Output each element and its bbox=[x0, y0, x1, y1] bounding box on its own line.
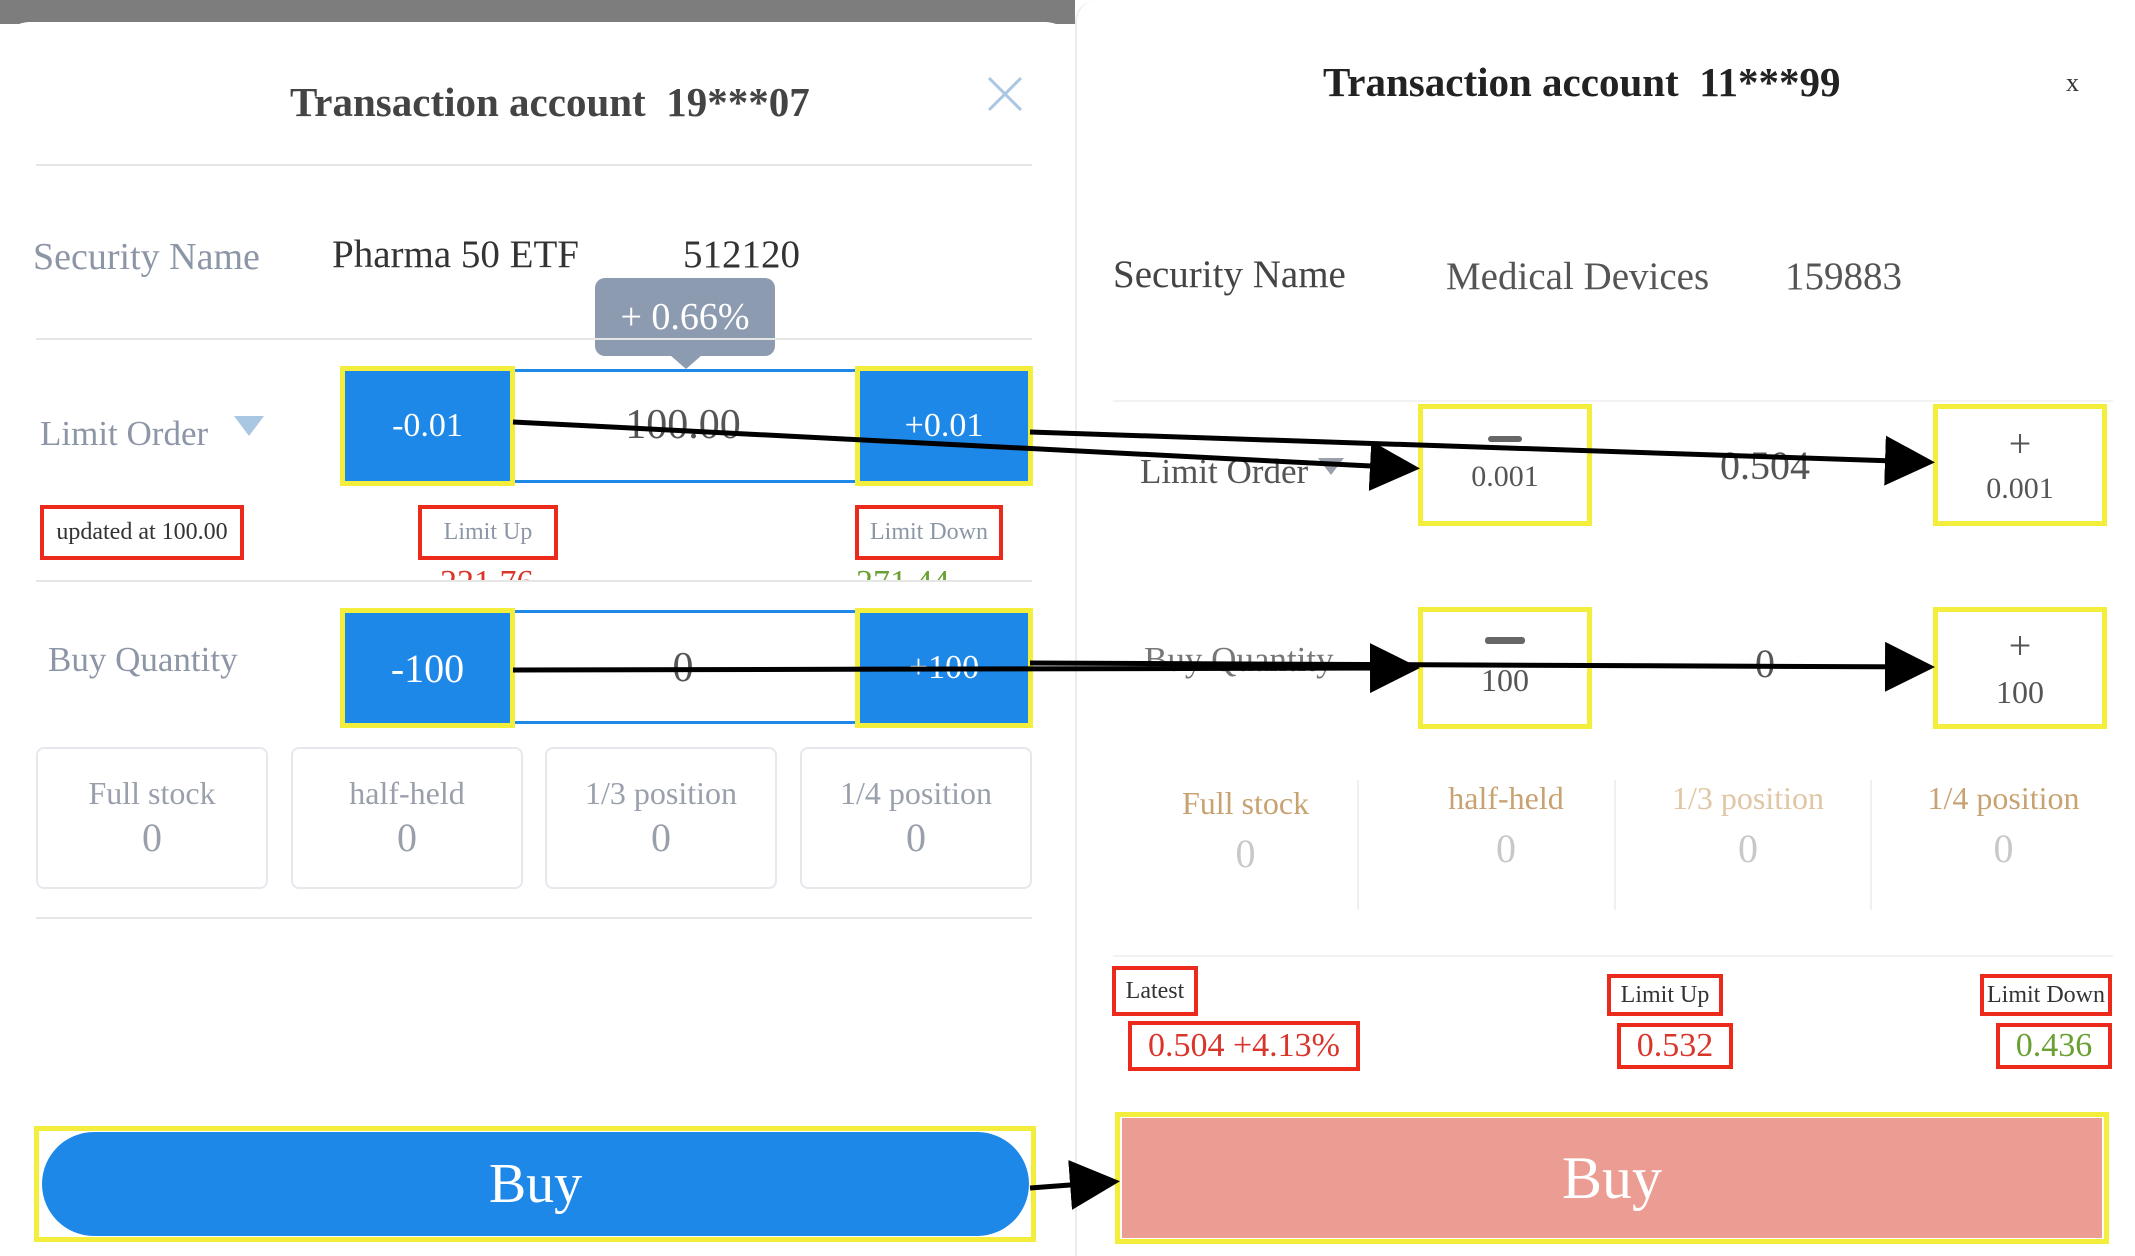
price-decrement-button[interactable]: -0.01 bbox=[340, 366, 515, 486]
order-type-label[interactable]: Limit Order bbox=[1140, 452, 1309, 491]
limit-up-value: 221.76 bbox=[440, 566, 560, 583]
right-title-label: Transaction account bbox=[1323, 59, 1679, 105]
order-type-label[interactable]: Limit Order bbox=[40, 414, 209, 453]
position-label: Full stock bbox=[1181, 785, 1310, 821]
change-tooltip: + 0.66% bbox=[595, 278, 775, 356]
buy-button-label: Buy bbox=[488, 1153, 583, 1215]
price-step-label: 0.001 bbox=[1986, 472, 2054, 505]
divider bbox=[1113, 400, 2113, 402]
position-label: 1/4 position bbox=[1927, 780, 2080, 816]
quantity-decrement-button[interactable]: -100 bbox=[340, 608, 515, 728]
position-value: 0 bbox=[651, 815, 671, 860]
position-label: half-held bbox=[1448, 780, 1564, 816]
buy-button[interactable]: Buy bbox=[1122, 1118, 2102, 1238]
divider bbox=[36, 917, 1032, 919]
tooltip-arrow bbox=[670, 355, 702, 369]
position-one-quarter[interactable]: 1/4 position 0 bbox=[800, 747, 1032, 889]
minus-icon bbox=[1488, 436, 1522, 442]
position-value: 0 bbox=[1738, 826, 1758, 871]
quantity-input-value[interactable]: 0 bbox=[672, 645, 694, 691]
chevron-down-icon[interactable] bbox=[1318, 458, 1344, 475]
security-code: 512120 bbox=[683, 233, 800, 276]
quantity-decrement-label: -100 bbox=[390, 645, 465, 691]
buy-button[interactable]: Buy bbox=[42, 1132, 1029, 1236]
limit-down-label: Limit Down bbox=[855, 505, 1003, 560]
quantity-decrement-button[interactable]: 100 bbox=[1418, 607, 1592, 729]
left-title: Transaction account 19***07 bbox=[290, 78, 810, 126]
window-top-bar bbox=[0, 0, 1075, 24]
buy-quantity-label: Buy Quantity bbox=[1144, 640, 1334, 679]
close-button[interactable]: x bbox=[2066, 68, 2079, 97]
limit-up-label: Limit Up bbox=[418, 505, 558, 560]
latest-value: 0.504 +4.13% bbox=[1128, 1021, 1360, 1071]
updated-at-label: updated at 100.00 bbox=[40, 505, 244, 560]
right-title: Transaction account 11***99 bbox=[1323, 58, 1840, 106]
position-label: 1/3 position bbox=[584, 775, 737, 811]
quantity-increment-label: +100 bbox=[908, 649, 980, 686]
security-code: 159883 bbox=[1785, 255, 1902, 298]
price-increment-button[interactable]: + 0.001 bbox=[1933, 404, 2107, 526]
position-full-stock[interactable]: Full stock 0 bbox=[36, 747, 268, 889]
quantity-input-value[interactable]: 0 bbox=[1755, 640, 1775, 686]
tooltip-text: + 0.66% bbox=[620, 296, 750, 338]
price-input-value[interactable]: 0.504 bbox=[1720, 442, 1810, 488]
divider bbox=[1357, 780, 1359, 910]
position-label: Full stock bbox=[88, 775, 216, 811]
latest-label: Latest bbox=[1112, 966, 1198, 1016]
chevron-down-icon[interactable] bbox=[234, 416, 264, 436]
limit-up-value-clip: 221.76 bbox=[440, 560, 560, 583]
security-name-label: Security Name bbox=[1113, 253, 1346, 296]
price-input-value[interactable]: 100.00 bbox=[625, 402, 741, 448]
minus-icon bbox=[1485, 637, 1525, 644]
divider bbox=[1870, 780, 1872, 910]
position-one-third[interactable]: 1/3 position 0 bbox=[1616, 780, 1880, 872]
position-value: 0 bbox=[1496, 826, 1516, 871]
left-account-number: 19***07 bbox=[666, 79, 810, 125]
plus-icon: + bbox=[2008, 622, 2032, 668]
position-value: 0 bbox=[1235, 831, 1256, 876]
quantity-step-label: 100 bbox=[1481, 662, 1529, 698]
position-label: 1/4 position bbox=[839, 775, 992, 811]
limit-down-value: 271.44 bbox=[856, 566, 976, 583]
quantity-increment-button[interactable]: +100 bbox=[855, 608, 1033, 728]
quantity-increment-button[interactable]: + 100 bbox=[1933, 607, 2107, 729]
buy-button-label: Buy bbox=[1561, 1144, 1663, 1211]
price-step-label: 0.001 bbox=[1471, 460, 1539, 493]
position-value: 0 bbox=[142, 815, 162, 860]
security-name-value: Medical Devices bbox=[1446, 255, 1710, 298]
right-account-number: 11***99 bbox=[1699, 59, 1841, 105]
position-one-third[interactable]: 1/3 position 0 bbox=[545, 747, 777, 889]
position-value: 0 bbox=[1993, 826, 2014, 871]
close-icon[interactable] bbox=[985, 74, 1025, 114]
plus-icon: + bbox=[2008, 421, 2032, 466]
divider bbox=[1614, 780, 1616, 910]
limit-up-value: 0.532 bbox=[1617, 1023, 1733, 1069]
quantity-step-label: 100 bbox=[1996, 673, 2044, 710]
position-half-held[interactable]: half-held 0 bbox=[291, 747, 523, 889]
limit-down-label: Limit Down bbox=[1980, 974, 2112, 1016]
limit-down-value: 0.436 bbox=[1996, 1023, 2112, 1069]
divider bbox=[36, 580, 1032, 582]
security-name-value: Pharma 50 ETF bbox=[332, 233, 579, 276]
price-decrement-button[interactable]: 0.001 bbox=[1418, 404, 1592, 526]
buy-quantity-label: Buy Quantity bbox=[48, 640, 238, 679]
position-label: half-held bbox=[349, 775, 465, 811]
position-one-quarter[interactable]: 1/4 position 0 bbox=[1872, 780, 2135, 872]
position-half-held[interactable]: half-held 0 bbox=[1378, 780, 1634, 872]
price-increment-button[interactable]: +0.01 bbox=[855, 366, 1033, 486]
position-full-stock[interactable]: Full stock 0 bbox=[1113, 785, 1378, 877]
position-value: 0 bbox=[906, 815, 926, 860]
position-value: 0 bbox=[397, 815, 417, 860]
divider bbox=[1113, 955, 2113, 957]
limit-up-label: Limit Up bbox=[1607, 974, 1723, 1016]
price-increment-label: +0.01 bbox=[904, 407, 984, 444]
divider bbox=[36, 338, 1032, 340]
security-name-label: Security Name bbox=[33, 236, 260, 278]
limit-down-value-clip: 271.44 bbox=[856, 560, 976, 583]
position-label: 1/3 position bbox=[1671, 780, 1824, 816]
divider bbox=[36, 164, 1032, 166]
price-decrement-label: -0.01 bbox=[392, 407, 463, 444]
left-title-label: Transaction account bbox=[290, 79, 646, 125]
